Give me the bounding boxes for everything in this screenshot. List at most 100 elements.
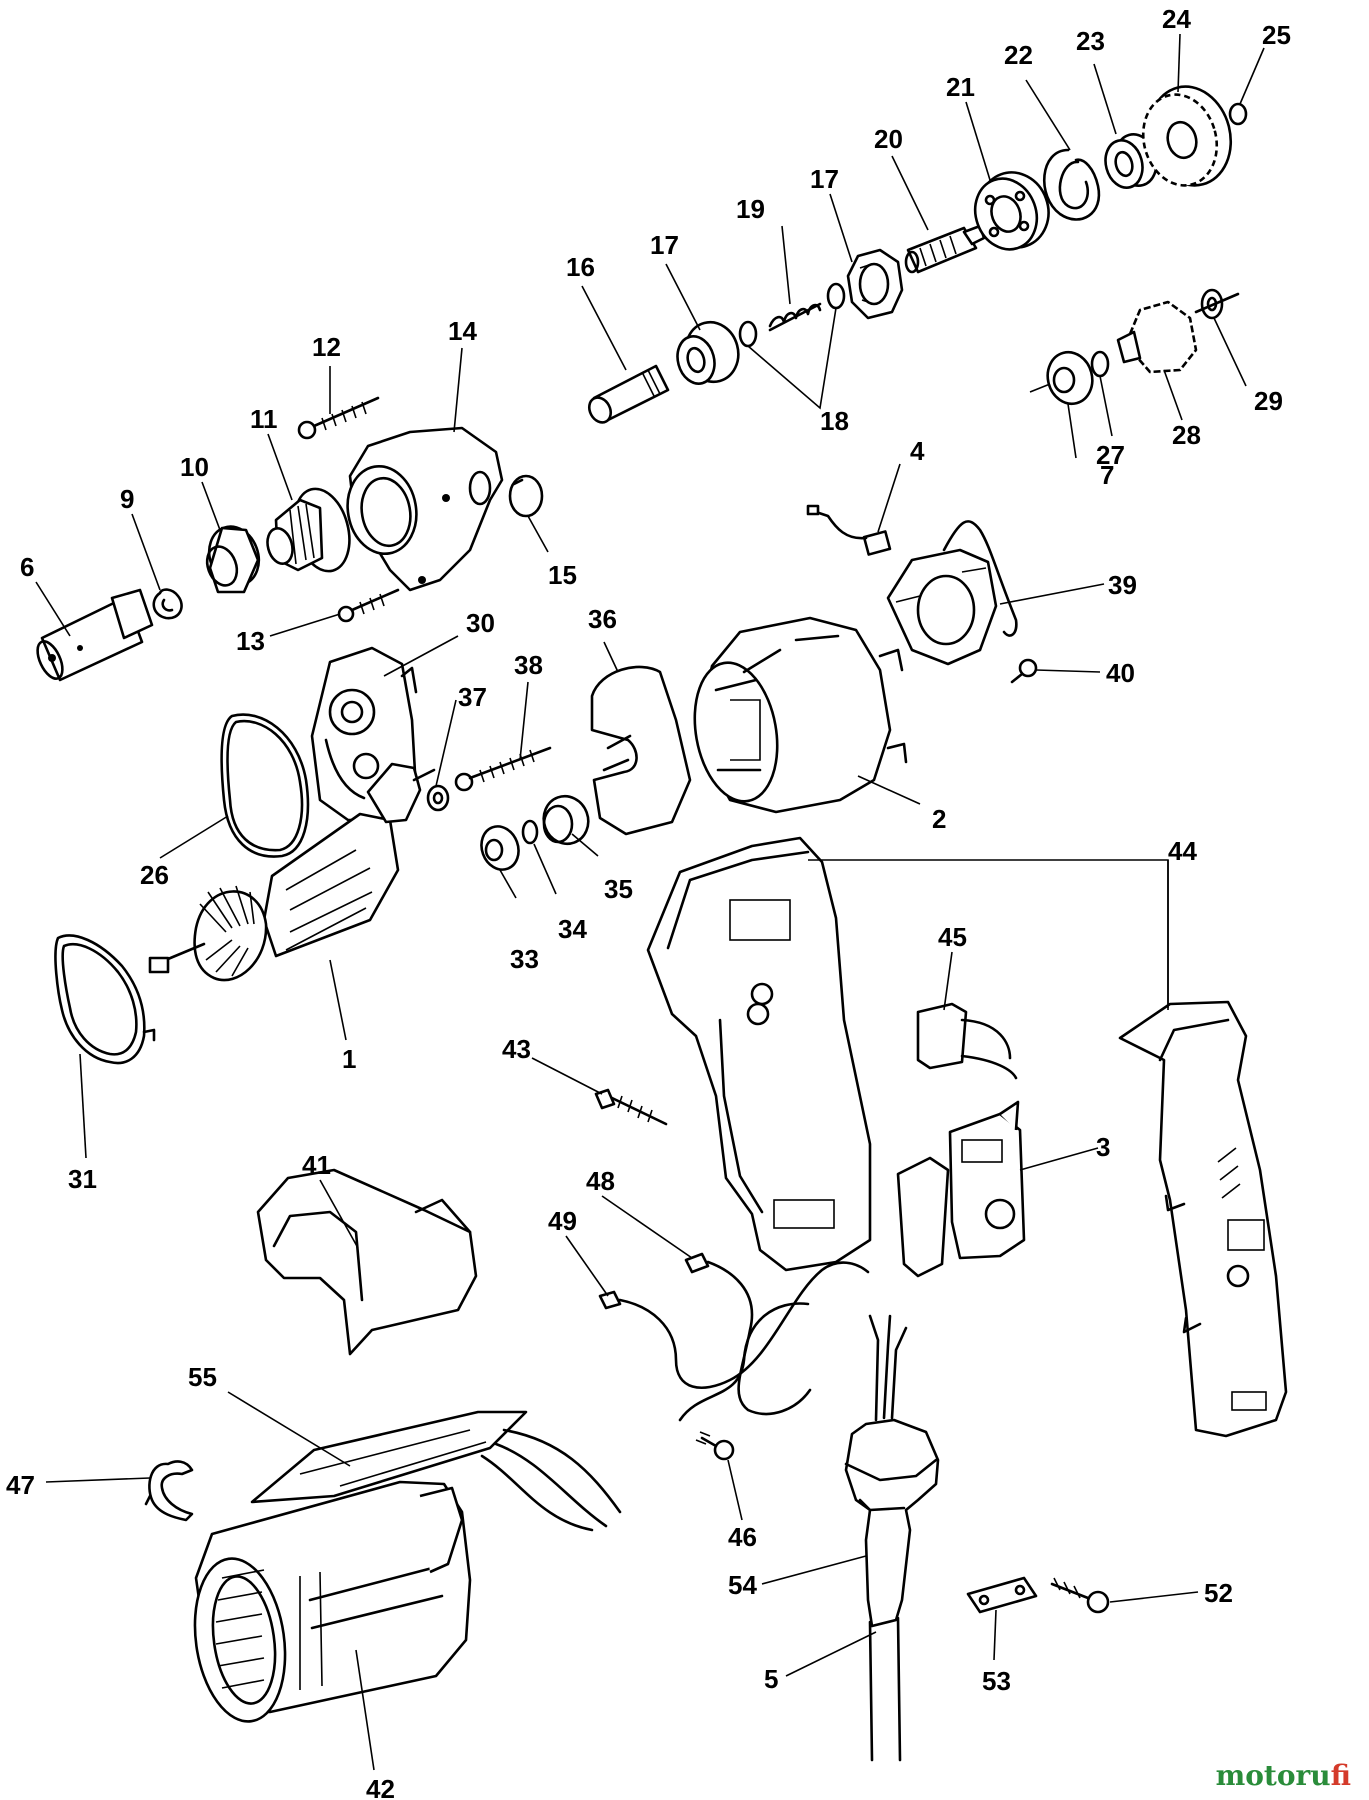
part-screw-38 xyxy=(454,746,552,792)
label-part-48: 48 xyxy=(586,1166,615,1196)
label-part-5: 5 xyxy=(764,1664,778,1694)
part-washer-27 xyxy=(1090,350,1110,378)
part-cord-clamp xyxy=(966,1576,1038,1614)
part-screw-46 xyxy=(695,1431,735,1461)
label-part-23: 23 xyxy=(1076,26,1105,56)
part-brush-holder xyxy=(886,520,1018,666)
label-part-7: 7 xyxy=(1100,460,1114,490)
part-bearing-7 xyxy=(1029,350,1094,406)
label-part-30: 30 xyxy=(466,608,495,638)
part-gear-17-left xyxy=(676,320,740,385)
part-nut-37 xyxy=(426,784,450,812)
label-part-16: 16 xyxy=(566,252,595,282)
label-part-14: 14 xyxy=(448,316,477,346)
part-shaft-16 xyxy=(587,364,670,424)
part-washer-34 xyxy=(521,819,539,845)
part-screw-43 xyxy=(594,1088,668,1126)
part-terminal-plate xyxy=(250,1410,622,1532)
label-part-37: 37 xyxy=(458,682,487,712)
part-capacitor xyxy=(916,1002,1018,1080)
label-part-3: 3 xyxy=(1096,1132,1110,1162)
label-part-19: 19 xyxy=(736,194,765,224)
part-pinion-shaft xyxy=(904,224,986,274)
label-part-27: 27 xyxy=(1096,440,1125,470)
part-cover xyxy=(256,1168,478,1356)
watermark-text-2: fi xyxy=(1330,1759,1351,1792)
part-gasket xyxy=(54,934,156,1065)
part-carbon-brush xyxy=(806,504,892,556)
label-part-26: 26 xyxy=(140,860,169,890)
part-bearing-21 xyxy=(973,171,1050,251)
label-part-18: 18 xyxy=(820,406,849,436)
label-part-1: 1 xyxy=(342,1044,356,1074)
watermark-text-1: motoru xyxy=(1215,1759,1331,1792)
part-handle-right-half xyxy=(1118,1000,1288,1438)
part-power-cord xyxy=(868,1314,908,1762)
label-part-55: 55 xyxy=(188,1362,217,1392)
label-part-44: 44 xyxy=(1168,836,1197,866)
part-wire-49 xyxy=(598,1261,870,1422)
label-part-45: 45 xyxy=(938,922,967,952)
part-large-gear xyxy=(1141,85,1233,187)
label-part-46: 46 xyxy=(728,1522,757,1552)
part-plug xyxy=(508,474,544,518)
part-spindle xyxy=(36,588,154,682)
part-armature xyxy=(148,762,436,982)
label-part-52: 52 xyxy=(1204,1578,1233,1608)
label-part-41: 41 xyxy=(302,1150,331,1180)
label-part-39: 39 xyxy=(1108,570,1137,600)
label-part-33: 33 xyxy=(510,944,539,974)
part-gear-17-right xyxy=(846,248,904,320)
part-cord-guard xyxy=(844,1418,940,1628)
part-screw-12 xyxy=(297,396,380,440)
part-washer-29 xyxy=(1200,288,1224,320)
label-part-31: 31 xyxy=(68,1164,97,1194)
label-part-2: 2 xyxy=(932,804,946,834)
label-part-38: 38 xyxy=(514,650,543,680)
watermark-logo: motorufi xyxy=(1216,1759,1351,1792)
part-switch xyxy=(896,1100,1026,1278)
part-wire-48 xyxy=(684,1252,812,1416)
label-part-29: 29 xyxy=(1254,386,1283,416)
label-part-20: 20 xyxy=(874,124,903,154)
part-gear-28 xyxy=(1116,292,1240,374)
part-screw-52 xyxy=(1050,1577,1110,1614)
part-circlip xyxy=(1042,148,1101,221)
label-part-17-right: 17 xyxy=(810,164,839,194)
label-part-13: 13 xyxy=(236,626,265,656)
part-collar xyxy=(205,525,261,594)
label-part-34: 34 xyxy=(558,914,587,944)
label-part-17-left: 17 xyxy=(650,230,679,260)
label-part-11: 11 xyxy=(250,404,278,434)
label-part-9: 9 xyxy=(120,484,134,514)
label-part-43: 43 xyxy=(502,1034,531,1064)
label-part-49: 49 xyxy=(548,1206,577,1236)
label-part-4: 4 xyxy=(910,436,925,466)
part-bearing-33 xyxy=(480,825,520,871)
part-o-rings xyxy=(738,282,846,348)
label-part-42: 42 xyxy=(366,1774,395,1800)
label-part-24: 24 xyxy=(1162,4,1191,34)
part-clutch xyxy=(266,487,351,573)
label-part-6: 6 xyxy=(20,552,34,582)
label-part-22: 22 xyxy=(1004,40,1033,70)
part-motor-housing xyxy=(193,1480,472,1723)
part-number-labels: 6 9 10 11 12 13 14 15 16 17 19 18 17 20 … xyxy=(6,4,1291,1800)
label-part-53: 53 xyxy=(982,1666,1011,1696)
label-part-28: 28 xyxy=(1172,420,1201,450)
part-gear-housing xyxy=(346,426,504,592)
label-part-25: 25 xyxy=(1262,20,1291,50)
label-part-36: 36 xyxy=(588,604,617,634)
part-screw-13 xyxy=(337,588,400,623)
part-field-stator xyxy=(693,616,908,814)
part-bushing-35 xyxy=(542,794,590,846)
label-part-12: 12 xyxy=(312,332,341,362)
part-baffle-36 xyxy=(590,665,692,836)
label-part-15: 15 xyxy=(548,560,577,590)
label-part-21: 21 xyxy=(946,72,975,102)
label-part-47: 47 xyxy=(6,1470,35,1500)
label-part-54: 54 xyxy=(728,1570,757,1600)
part-rubber-ring xyxy=(220,713,310,858)
part-handle-left-half xyxy=(646,836,872,1272)
